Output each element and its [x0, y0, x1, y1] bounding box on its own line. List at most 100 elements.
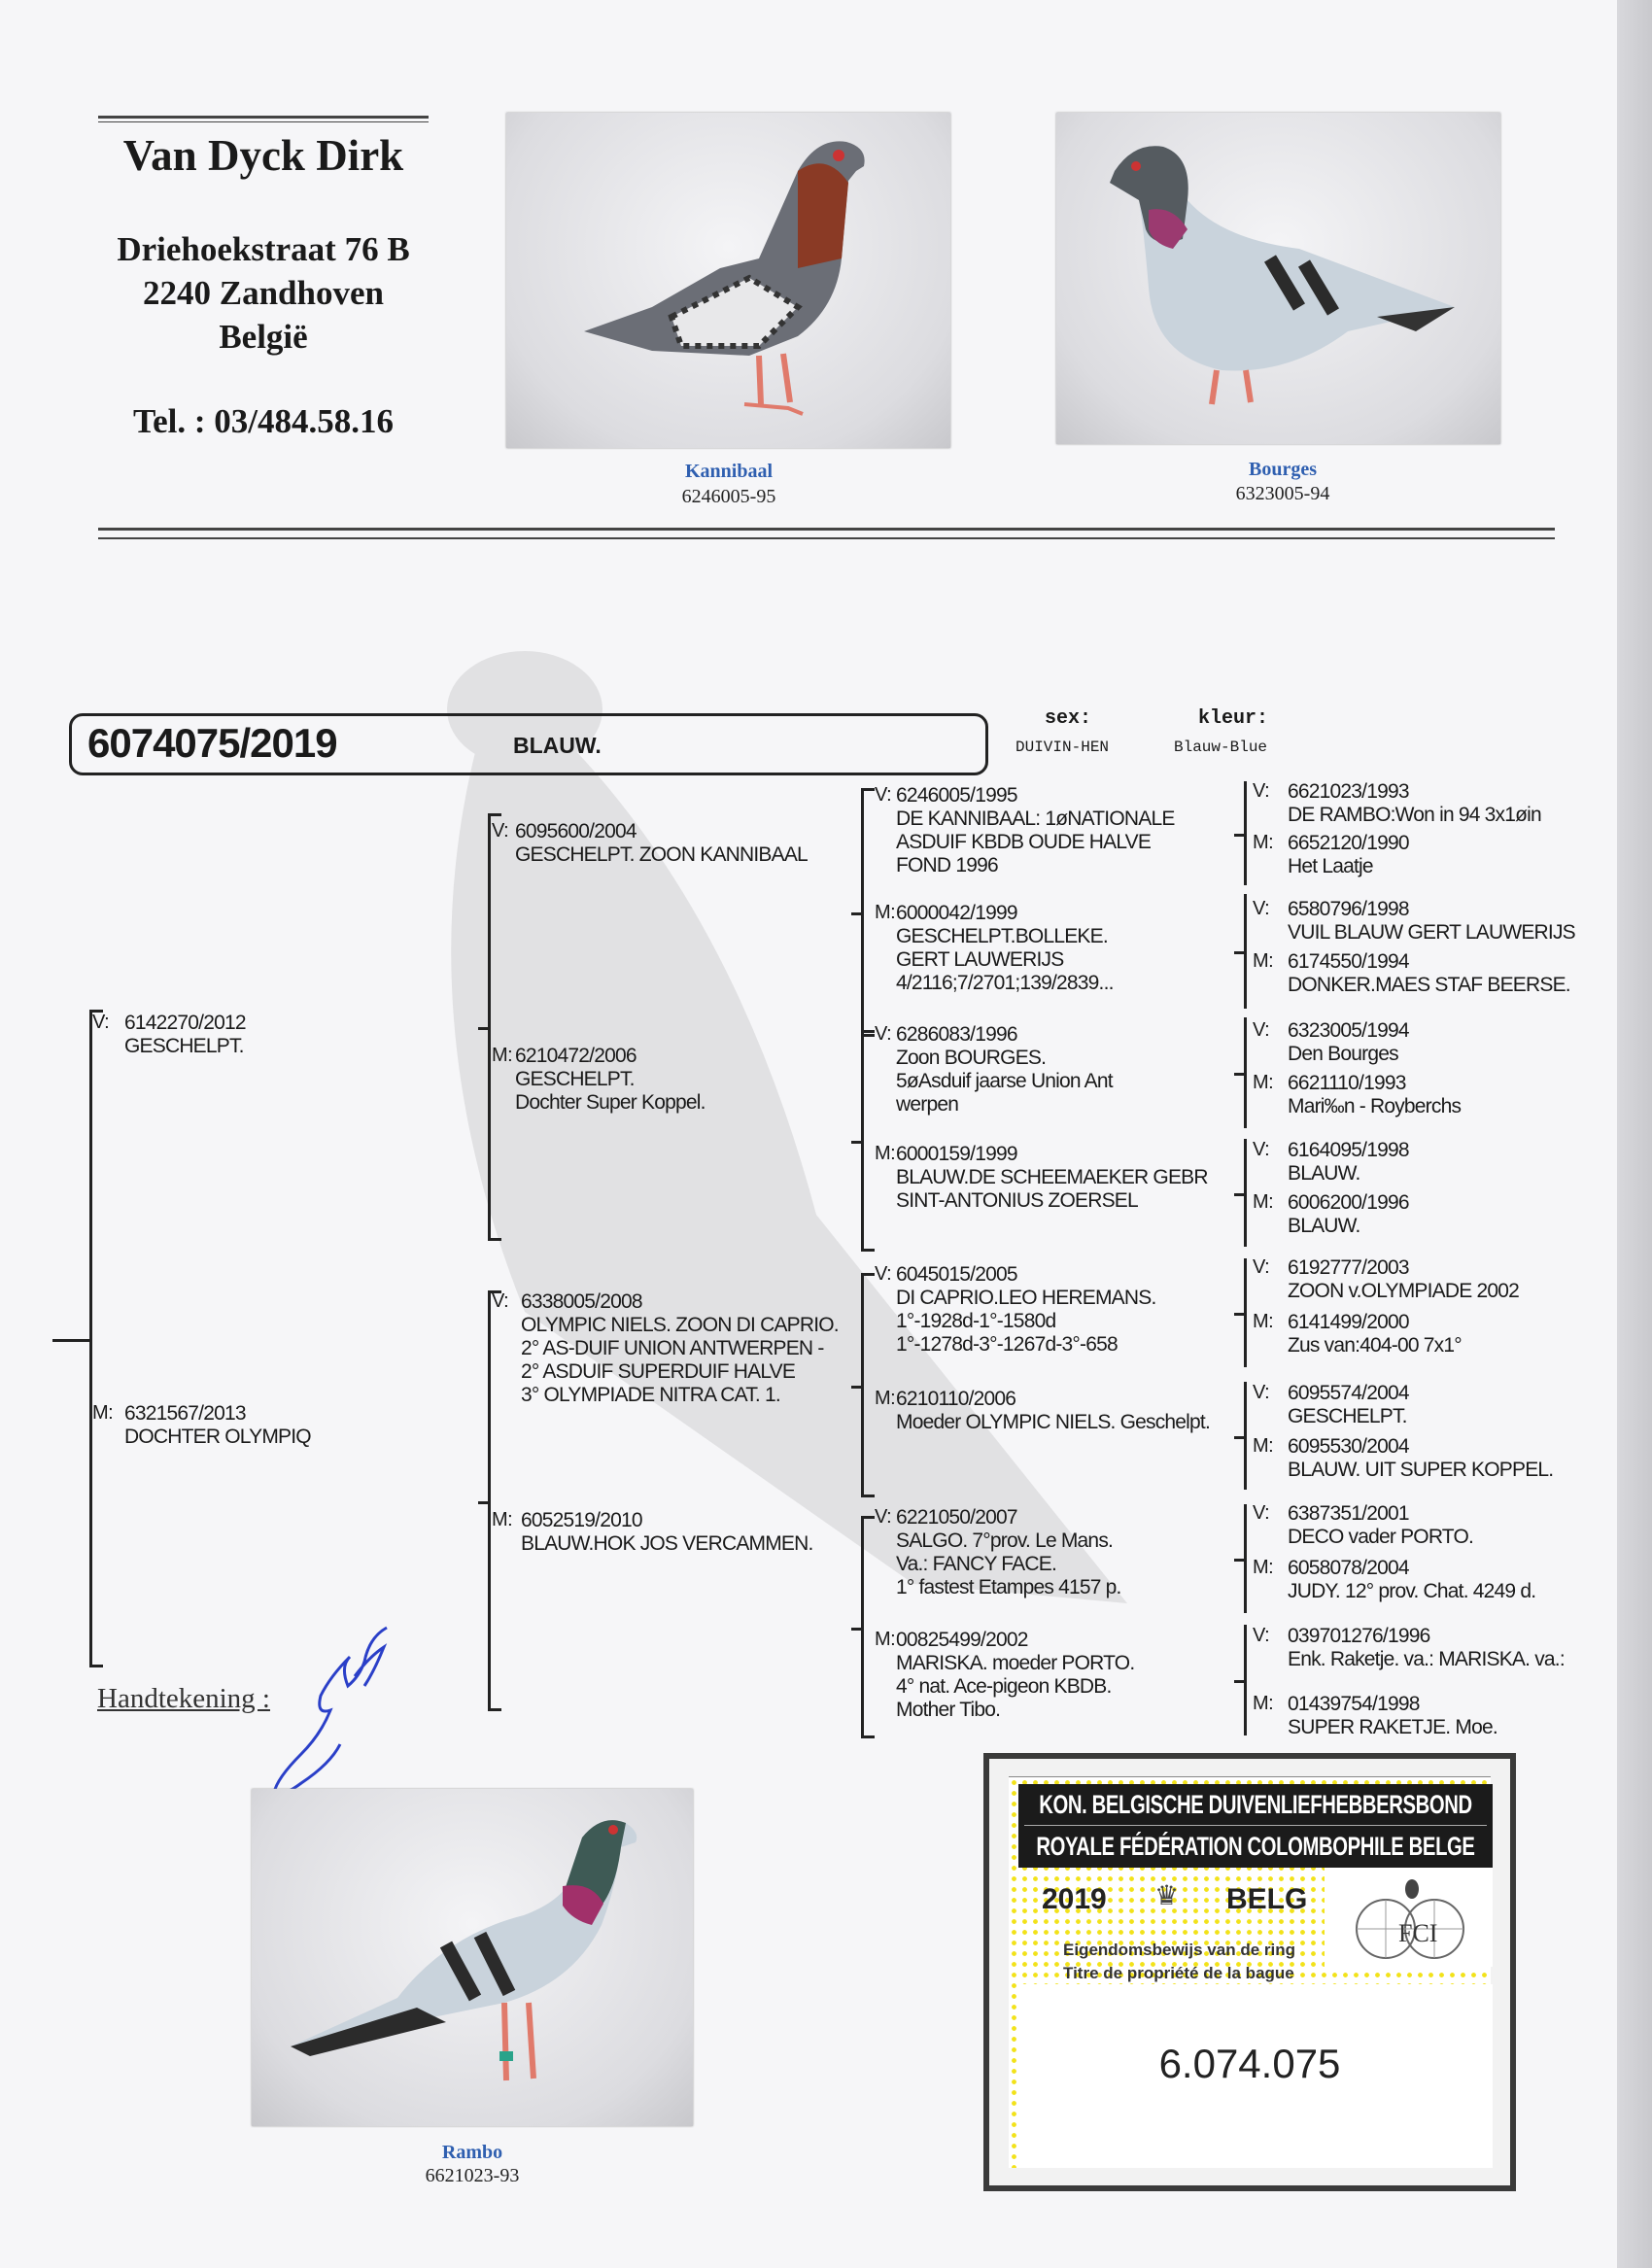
- pedigree-ring-number: 6174550/1994: [1288, 950, 1410, 973]
- pedigree-parent-label: V:: [875, 784, 892, 806]
- pedigree-ring-number: 6221050/2007: [896, 1506, 1018, 1529]
- pedigree-description: Zoon BOURGES. 5øAsduif jaarse Union Ant …: [896, 1047, 1114, 1116]
- pedigree-parent-label: V:: [1253, 1502, 1270, 1524]
- pedigree-description: MARISKA. moeder PORTO. 4° nat. Ace-pigeo…: [896, 1652, 1135, 1721]
- pedigree-parent-label: V:: [92, 1012, 110, 1033]
- pedigree-description: Het Laatje: [1288, 855, 1374, 877]
- pedigree-ring-number: 6621110/1993: [1288, 1072, 1406, 1094]
- pedigree-bracket-line: [1244, 1382, 1247, 1490]
- card-org-band: KON. BELGISCHE DUIVENLIEFHEBBERSBOND ROY…: [1018, 1784, 1493, 1868]
- pedigree-bracket-tick: [861, 1273, 875, 1276]
- pedigree-parent-label: V:: [875, 1023, 892, 1045]
- pedigree-parent-label: V:: [1253, 780, 1270, 802]
- pedigree-bracket-line: [1244, 894, 1247, 1009]
- pedigree-parent-label: V:: [1253, 1256, 1270, 1278]
- color-label: kleur:: [1198, 707, 1269, 730]
- pedigree-parent-label: M:: [1253, 1191, 1274, 1213]
- pedigree-ring-number: 6141499/2000: [1288, 1311, 1410, 1333]
- pedigree-parent-label: M:: [1253, 1693, 1274, 1714]
- pedigree-connector: [851, 1386, 861, 1389]
- photo-caption-name: Bourges: [1249, 459, 1317, 480]
- photo-caption-ring: 6246005-95: [681, 486, 776, 507]
- pedigree-ring-number: 00825499/2002: [896, 1629, 1028, 1651]
- pedigree-connector: [1234, 1436, 1244, 1439]
- pedigree-description: GESCHELPT.: [1288, 1405, 1408, 1427]
- pedigree-parent-label: M:: [875, 902, 896, 923]
- pedigree-ring-number: 6045015/2005: [896, 1263, 1018, 1286]
- pedigree-parent-label: M:: [1253, 1072, 1274, 1093]
- pedigree-parent-label: M:: [1253, 832, 1274, 853]
- card-number-panel: [1018, 1984, 1493, 2168]
- card-band-divider: [1024, 1825, 1487, 1826]
- pedigree-ring-number: 6164095/1998: [1288, 1139, 1410, 1161]
- pedigree-bracket-tick: [488, 1290, 501, 1293]
- pedigree-bracket-tick: [488, 1238, 501, 1241]
- pedigree-connector: [1234, 1193, 1244, 1196]
- pedigree-bracket-tick: [488, 1708, 501, 1711]
- pedigree-bracket-tick: [861, 1516, 875, 1519]
- pedigree-connector: [1234, 1559, 1244, 1562]
- pedigree-parent-label: V:: [1253, 1019, 1270, 1041]
- pedigree-connector: [478, 1501, 488, 1504]
- breeder-address: Driehoekstraat 76 B 2240 Zandhoven Belgi…: [79, 227, 448, 359]
- pedigree-connector: [478, 1027, 488, 1030]
- pedigree-description: Moeder OLYMPIC NIELS. Geschelpt.: [896, 1411, 1211, 1433]
- color-value: Blauw-Blue: [1174, 739, 1268, 756]
- card-year: 2019: [1042, 1883, 1107, 1915]
- address-country: België: [219, 318, 308, 356]
- pedigree-parent-label: V:: [875, 1263, 892, 1285]
- pedigree-bracket-line: [861, 1516, 864, 1738]
- card-title-nl: Eigendomsbewijs van de ring: [1063, 1941, 1295, 1959]
- pedigree-bracket-tick: [861, 1034, 875, 1037]
- pedigree-ring-number: 039701276/1996: [1288, 1625, 1430, 1647]
- card-logo-panel: FCI: [1325, 1868, 1493, 1967]
- pedigree-parent-label: V:: [492, 820, 509, 842]
- pedigree-parent-label: M:: [875, 1388, 896, 1409]
- pedigree-description: GESCHELPT. ZOON KANNIBAAL: [515, 843, 809, 866]
- photo-caption-name: Rambo: [441, 2142, 503, 2163]
- breeder-phone: Tel. : 03/484.58.16: [132, 402, 395, 440]
- pedigree-description: Den Bourges: [1288, 1043, 1399, 1065]
- photo-kannibaal: [506, 113, 950, 448]
- pedigree-bracket-line: [861, 1030, 864, 1252]
- pedigree-description: OLYMPIC NIELS. ZOON DI CAPRIO. 2° AS-DUI…: [521, 1314, 840, 1406]
- pedigree-parent-label: M:: [875, 1629, 896, 1650]
- bird-id-box: 6074075/2019 BLAUW.: [69, 713, 988, 775]
- pedigree-ring-number: 6338005/2008: [521, 1290, 643, 1313]
- pedigree-ring-number: 6580796/1998: [1288, 898, 1410, 920]
- pedigree-description: BLAUW.HOK JOS VERCAMMEN.: [521, 1532, 813, 1555]
- pedigree-description: DONKER.MAES STAF BEERSE.: [1288, 974, 1571, 996]
- pedigree-bracket-tick: [89, 1665, 103, 1667]
- pedigree-description: BLAUW.DE SCHEEMAEKER GEBR SINT-ANTONIUS …: [896, 1166, 1209, 1212]
- scan-edge: [1617, 0, 1652, 2268]
- pedigree-ring-number: 6006200/1996: [1288, 1191, 1410, 1214]
- card-org-fr: ROYALE FÉDÉRATION COLOMBOPHILE BELGE: [1036, 1832, 1475, 1861]
- address-city: 2240 Zandhoven: [143, 274, 384, 312]
- photo-rambo: [252, 1789, 693, 2126]
- pedigree-ring-number: 6095600/2004: [515, 820, 637, 842]
- pedigree-ring-number: 6000159/1999: [896, 1143, 1018, 1165]
- pedigree-ring-number: 6621023/1993: [1288, 780, 1410, 803]
- header-top-rule-thin: [98, 121, 429, 122]
- photo-caption-name: Kannibaal: [684, 461, 774, 482]
- header-divider-thin: [98, 537, 1555, 539]
- pedigree-parent-label: M:: [1253, 950, 1274, 972]
- pedigree-ring-number: 6246005/1995: [896, 784, 1018, 807]
- breeder-name: Van Dyck Dirk: [122, 131, 404, 180]
- pedigree-description: DECO vader PORTO.: [1288, 1526, 1474, 1548]
- pedigree-bracket-line: [861, 1273, 864, 1497]
